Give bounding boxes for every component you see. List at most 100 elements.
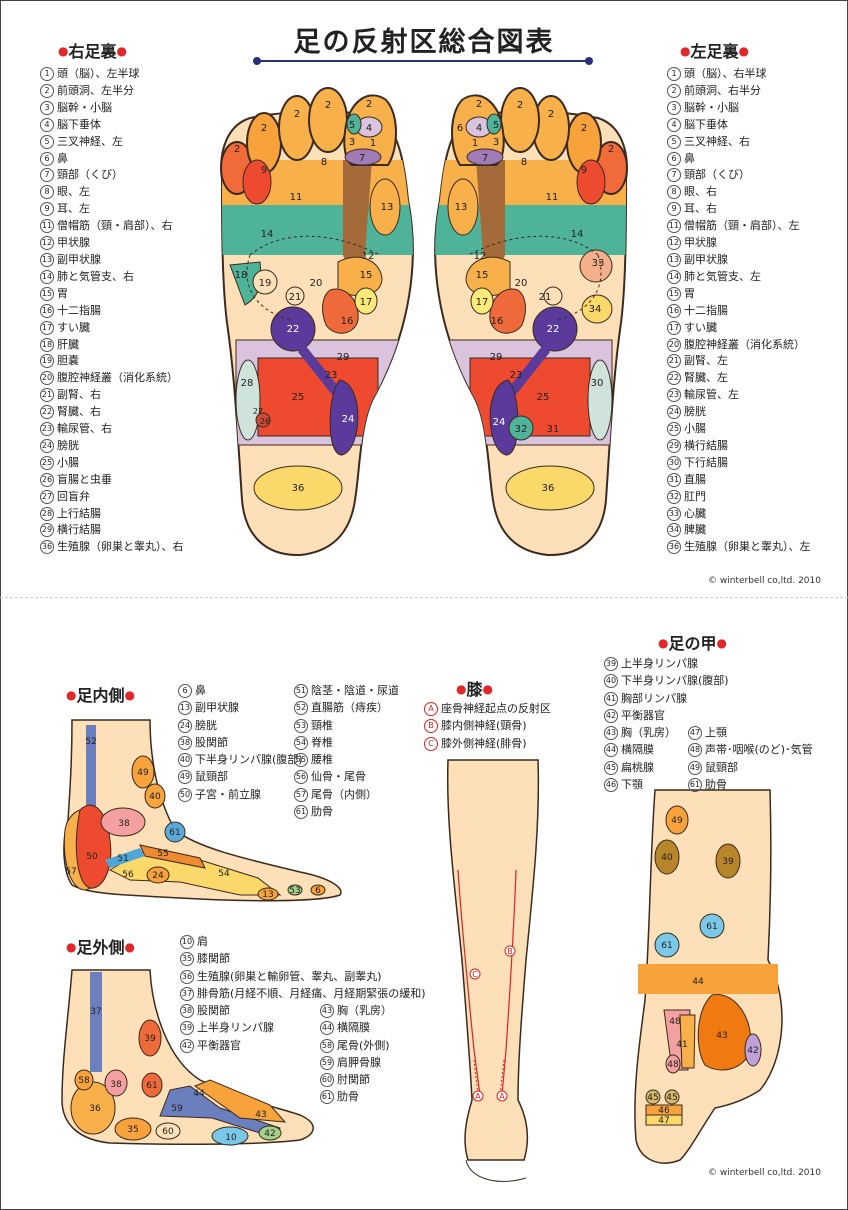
legend-text: 肋骨 <box>705 777 727 791</box>
label-out-38: 38 <box>110 1080 122 1090</box>
legend-text: 脳下垂体 <box>57 117 101 131</box>
legend-number: 2 <box>40 83 54 98</box>
section-top: ●足の甲● <box>658 634 727 653</box>
label-top-41: 41 <box>676 1040 687 1050</box>
title-dot-left <box>253 57 261 65</box>
label-r-2d: 2 <box>325 100 331 111</box>
legend-text: 平衡器官 <box>621 708 665 722</box>
legend-text: すい臓 <box>684 320 717 334</box>
legend-number: 2 <box>667 83 681 98</box>
legend-text: 陰茎・陰道・尿道 <box>311 684 399 697</box>
label-out-39: 39 <box>144 1034 156 1044</box>
legend-number: 36 <box>40 540 54 555</box>
legend-number: 1 <box>667 67 681 81</box>
legend-number: 5 <box>667 134 681 149</box>
legend-text: 胃 <box>57 286 68 300</box>
legend-number: 38 <box>178 735 192 750</box>
label-l-15: 15 <box>476 270 489 281</box>
legend-text: 鼠頸部 <box>195 770 228 784</box>
legend-text: 子宮・前立腺 <box>195 787 261 801</box>
legend-text: 腹腔神経叢（消化系統） <box>684 337 805 351</box>
legend-text: 脳幹・小脳 <box>57 100 112 114</box>
label-l-13: 13 <box>455 202 468 213</box>
legend-number: 38 <box>180 1004 194 1018</box>
legend-number: 17 <box>40 320 54 335</box>
legend-number: 27 <box>40 489 54 504</box>
legend-number: 12 <box>667 236 681 251</box>
left-sole-diagram: 2 2 2 2 2 9 8 6 5 4 1 3 7 11 13 14 12 15… <box>434 87 628 557</box>
legend-number: 23 <box>40 422 54 437</box>
legend-number: 40 <box>604 674 618 689</box>
legend-number: 31 <box>667 472 681 487</box>
legend-number: 39 <box>180 1021 194 1036</box>
label-in-49: 49 <box>137 768 149 778</box>
legend-number: 19 <box>40 354 54 369</box>
legend-text: 脳下垂体 <box>684 117 728 131</box>
inner-foot-diagram: 52 49 40 38 61 50 51 55 57 56 24 54 13 5… <box>63 719 342 902</box>
label-l-2d: 2 <box>517 100 523 111</box>
legend-text: 頸部（くび） <box>57 168 123 182</box>
label-r-16: 16 <box>341 316 354 327</box>
label-top-43: 43 <box>716 1031 727 1041</box>
legend-number: 18 <box>40 337 54 352</box>
legend-text: 僧帽筋（頸・肩部）、左 <box>684 219 800 233</box>
legend-text: 眼、左 <box>57 185 90 199</box>
legend-number: 13 <box>178 701 192 716</box>
label-r-2a: 2 <box>234 144 240 155</box>
legend-text: 横行結腸 <box>684 438 728 452</box>
legend-text: 甲状腺 <box>684 236 717 250</box>
legend-text: すい臓 <box>57 320 90 334</box>
label-top-42: 42 <box>747 1046 758 1056</box>
legend-number: 24 <box>40 438 54 453</box>
label-in-6: 6 <box>315 886 321 896</box>
label-out-37: 37 <box>90 1007 101 1017</box>
legend-number: 53 <box>294 718 308 733</box>
label-r-4: 4 <box>366 123 372 134</box>
legend-text: 腎臓、左 <box>684 371 728 385</box>
label-in-40: 40 <box>149 792 161 802</box>
legend-number: 52 <box>294 701 308 716</box>
legend-number: 3 <box>667 100 681 115</box>
legend-text: 膝外側神経(腓骨) <box>441 736 527 750</box>
label-l-33: 33 <box>592 258 605 269</box>
legend-number: 25 <box>667 422 681 437</box>
legend-text: 副甲状腺 <box>684 252 728 266</box>
legend-text: 横隔膜 <box>337 1021 370 1035</box>
legend-text: 鼻 <box>684 151 695 165</box>
legend-text: 上顎 <box>705 726 727 739</box>
legend-text: 耳、左 <box>57 202 90 216</box>
legend-text: 肩胛骨腺 <box>337 1055 381 1069</box>
legend-text: 前頭洞、右半分 <box>684 83 761 97</box>
label-l-1: 1 <box>472 138 478 149</box>
label-knee-a1: A <box>475 1092 481 1101</box>
